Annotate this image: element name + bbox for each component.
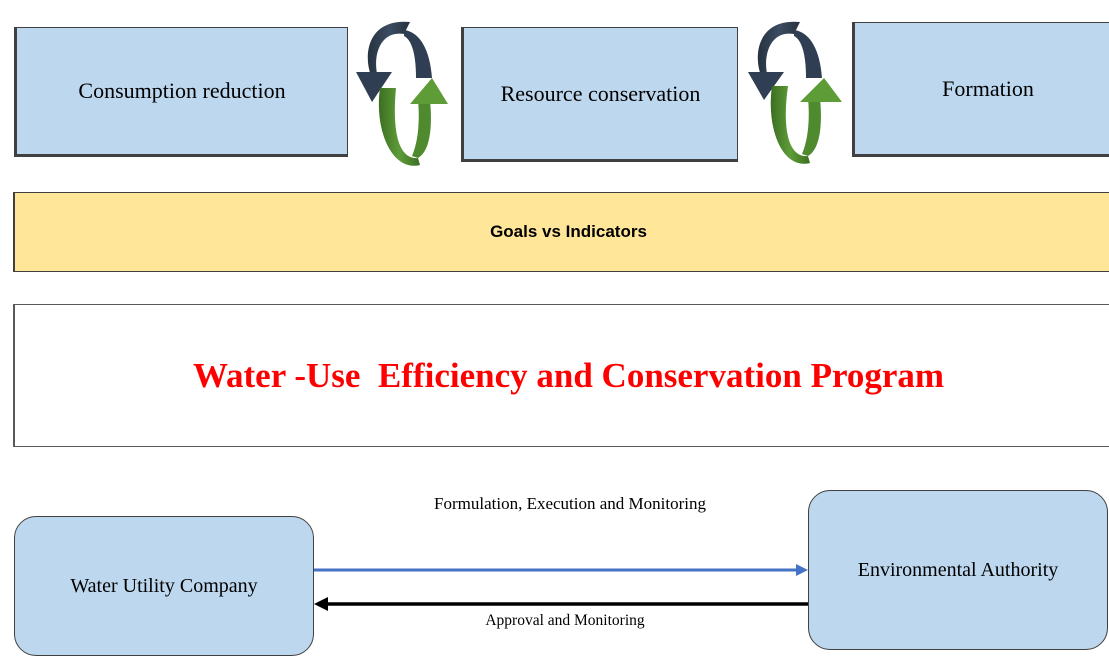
goal-box-consumption-reduction: Consumption reduction <box>14 27 348 157</box>
program-title-box: Water -Use Efficiency and Conservation P… <box>13 304 1109 447</box>
arrow-authority-to-company <box>314 597 808 611</box>
flow-label-approval: Approval and Monitoring <box>485 612 645 629</box>
program-title: Water -Use Efficiency and Conservation P… <box>192 355 945 395</box>
cycle-icon-2 <box>748 21 842 164</box>
cycle-icon-1 <box>356 21 448 166</box>
goal-label: Consumption reduction <box>78 78 286 103</box>
goals-vs-indicators-banner: Goals vs Indicators <box>13 192 1109 272</box>
environmental-authority-box: Environmental Authority <box>808 490 1108 650</box>
goal-label: Formation <box>942 75 1034 101</box>
goal-box-resource-conservation: Resource conservation <box>461 27 738 162</box>
water-utility-company-box: Water Utility Company <box>14 516 314 656</box>
flow-label-formulation: Formulation, Execution and Monitoring <box>434 494 706 513</box>
banner-label: Goals vs Indicators <box>490 222 647 241</box>
goal-label: Resource conservation <box>500 80 701 106</box>
goal-box-formation: Formation <box>852 22 1109 157</box>
entity-label: Environmental Authority <box>857 558 1059 581</box>
entity-label: Water Utility Company <box>70 574 258 597</box>
arrow-company-to-authority <box>314 564 808 576</box>
